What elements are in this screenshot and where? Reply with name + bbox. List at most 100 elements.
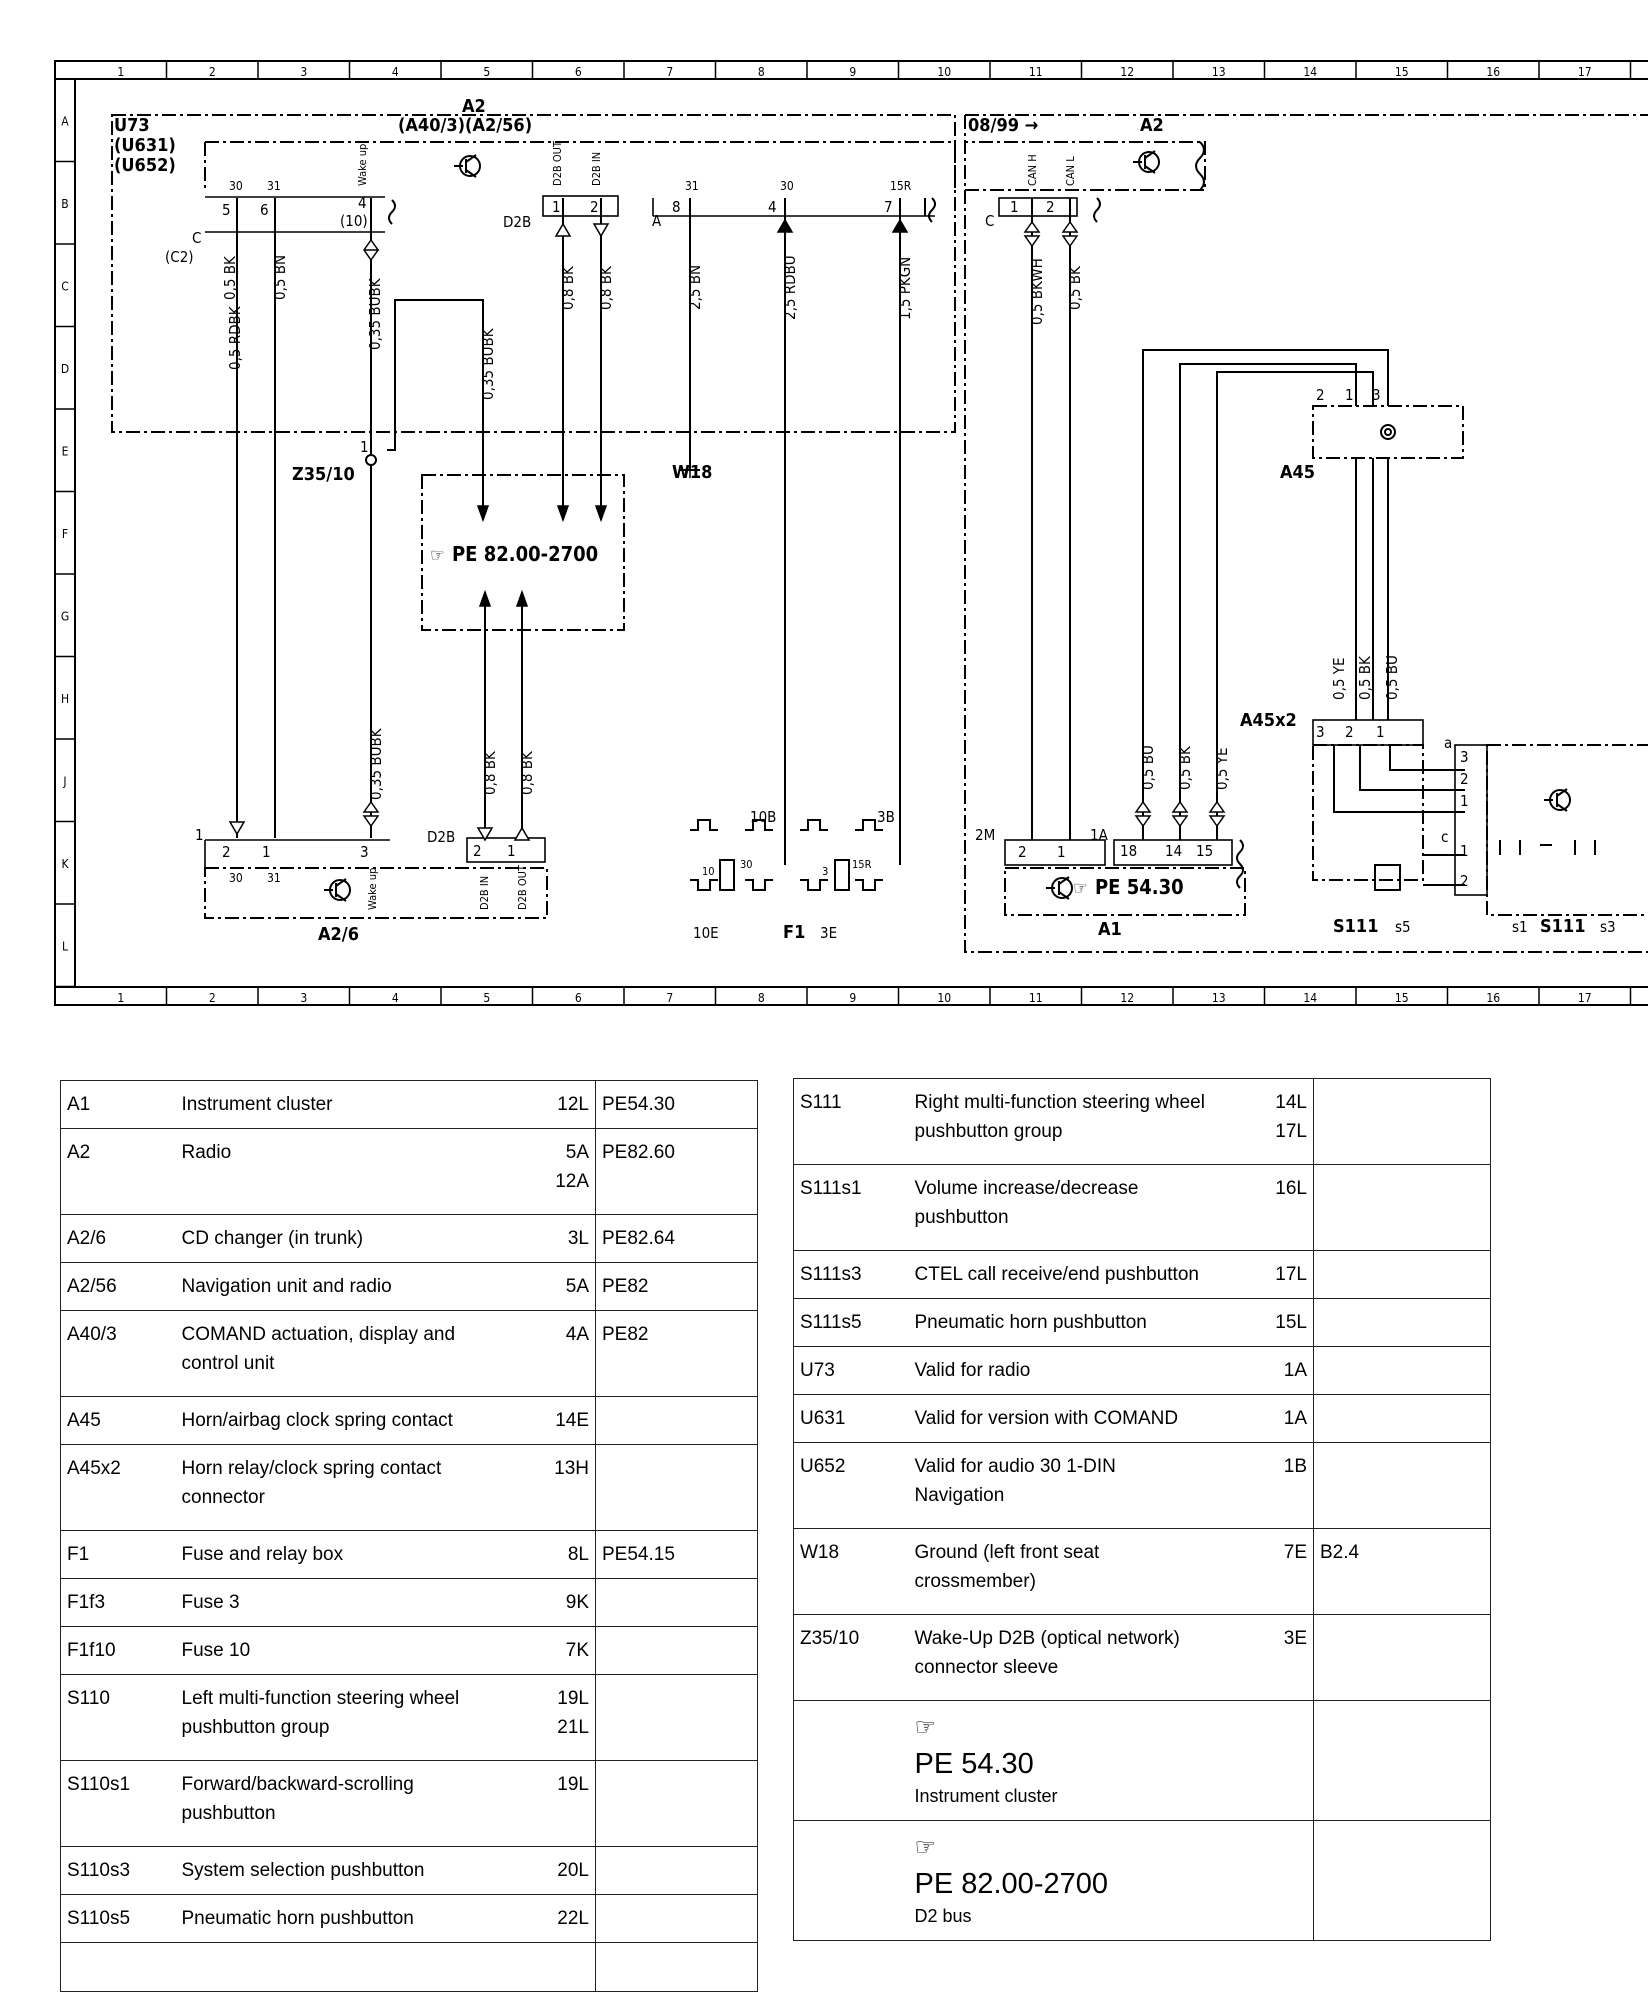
- svg-text:0,5 BKWH: 0,5 BKWH: [1028, 258, 1046, 325]
- legend-reference: [1313, 1442, 1491, 1529]
- legend-description: Navigation unit and radio: [175, 1262, 526, 1311]
- legend-location: 7E: [1258, 1528, 1314, 1615]
- legend-reference: [595, 1894, 758, 1943]
- component-boundaries: [111, 114, 1648, 953]
- grid-column-label: 1: [117, 65, 124, 79]
- legend-description: Fuse and relay box: [175, 1530, 526, 1579]
- grid-column-label: 4: [392, 991, 399, 1005]
- a45-box: [1312, 405, 1464, 459]
- legend-reference: [595, 1846, 758, 1895]
- svg-text:30: 30: [229, 179, 243, 193]
- legend-code: A1: [60, 1080, 176, 1129]
- svg-text:18: 18: [1120, 842, 1137, 860]
- pointing-hand-icon: ☞: [914, 1714, 937, 1741]
- svg-text:10: 10: [702, 865, 715, 878]
- legend-description: Valid for version with COMAND: [908, 1394, 1259, 1443]
- svg-text:15: 15: [1196, 842, 1213, 860]
- s111-transistor-icon: [1544, 788, 1571, 812]
- legend-location-line: 22L: [557, 1908, 589, 1929]
- grid-column-label: 1: [117, 991, 124, 1005]
- legend-code: S110s1: [60, 1760, 176, 1847]
- grid-column-markers: 1122334455667788991010111112121313141415…: [117, 61, 1632, 1005]
- svg-text:0,8 BK: 0,8 BK: [559, 265, 577, 310]
- legend-reference: PE82: [595, 1310, 758, 1397]
- legend-code: S111s5: [793, 1298, 909, 1347]
- legend-description: Instrument cluster: [175, 1080, 526, 1129]
- fuse-box-frame-icon: [690, 819, 883, 891]
- svg-text:0,5 YE: 0,5 YE: [1213, 747, 1231, 790]
- legend-description-line: Horn/airbag clock spring contact: [181, 1410, 453, 1431]
- legend-location: 9K: [525, 1578, 596, 1627]
- svg-text:7: 7: [884, 198, 893, 216]
- legend-description: Pneumatic horn pushbutton: [908, 1298, 1259, 1347]
- legend-description-line: pushbutton group: [914, 1121, 1063, 1142]
- legend-description-line: Left multi-function steering wheel: [181, 1688, 460, 1709]
- legend-description-line: Right multi-function steering wheel: [914, 1092, 1205, 1113]
- svg-text:3: 3: [360, 843, 369, 861]
- grid-column-label: 8: [758, 65, 765, 79]
- legend-code: S111: [793, 1078, 909, 1165]
- legend-description-line: CD changer (in trunk): [181, 1228, 364, 1249]
- legend-reference: [595, 1674, 758, 1761]
- svg-text:3B: 3B: [877, 808, 895, 826]
- legend-location-line: 16L: [1275, 1178, 1307, 1199]
- grid-column-label: 15: [1395, 991, 1409, 1005]
- svg-text:3: 3: [822, 865, 828, 878]
- legend-description-line: Ground (left front seat: [914, 1542, 1100, 1563]
- svg-text:31: 31: [267, 179, 281, 193]
- pe-reference-title: PE 54.30: [914, 1748, 1034, 1780]
- legend-description: Fuse 10: [175, 1626, 526, 1675]
- legend-code: S110: [60, 1674, 176, 1761]
- grid-column-label: 9: [849, 991, 856, 1005]
- svg-text:4: 4: [768, 198, 777, 216]
- svg-text:2: 2: [473, 842, 482, 860]
- legend-reference: [1313, 1078, 1491, 1165]
- legend-reference: [1313, 1614, 1491, 1701]
- svg-text:15R: 15R: [890, 179, 912, 193]
- svg-text:1: 1: [1460, 842, 1469, 860]
- svg-text:31: 31: [267, 871, 281, 885]
- legend-code: S111s1: [793, 1164, 909, 1251]
- legend-description: CTEL call receive/end pushbutton: [908, 1250, 1259, 1299]
- legend-location-line: 3E: [1283, 1628, 1307, 1649]
- svg-text:2,5 BN: 2,5 BN: [686, 265, 704, 310]
- svg-text:30: 30: [780, 179, 794, 193]
- legend-code: S111s3: [793, 1250, 909, 1299]
- legend-description-line: control unit: [181, 1353, 275, 1374]
- group-code-u652: (U652): [114, 155, 176, 176]
- svg-text:1,5 PKGN: 1,5 PKGN: [896, 257, 914, 320]
- svg-text:1: 1: [1345, 386, 1354, 404]
- legend-code: F1f10: [60, 1626, 176, 1675]
- wires: [236, 198, 1465, 886]
- svg-text:0,5 BU: 0,5 BU: [1383, 655, 1401, 700]
- svg-text:3: 3: [1372, 386, 1381, 404]
- legend-location-line: 12L: [557, 1094, 589, 1115]
- legend-description: Radio: [175, 1128, 526, 1215]
- grid-column-label: 7: [666, 65, 673, 79]
- legend-description-line: Pneumatic horn pushbutton: [914, 1312, 1147, 1333]
- w18-label: W18: [672, 462, 712, 483]
- legend-location-line: 12A: [555, 1171, 589, 1192]
- svg-text:1: 1: [1010, 198, 1019, 216]
- grid-column-label: 11: [1029, 65, 1043, 79]
- grid-column-label: 2: [209, 991, 216, 1005]
- svg-text:CAN L: CAN L: [1064, 156, 1077, 186]
- legend-reference: PE82: [595, 1262, 758, 1311]
- grid-row-label: J: [62, 774, 66, 788]
- legend-location-line: 8L: [567, 1544, 589, 1565]
- signal-arrows: [228, 218, 1226, 842]
- s5-switch-icon: [1374, 864, 1401, 891]
- wire-labels: 0,5 RDBK 0,5 BK 0,5 BN 0,35 BUBK 0,35 BU…: [221, 140, 1401, 910]
- legend-location: 15L: [1258, 1298, 1314, 1347]
- radio-variants: (A40/3)(A2/56): [398, 115, 532, 136]
- legend-location: 1A: [1258, 1346, 1314, 1395]
- legend-location-line: 19L: [557, 1688, 589, 1709]
